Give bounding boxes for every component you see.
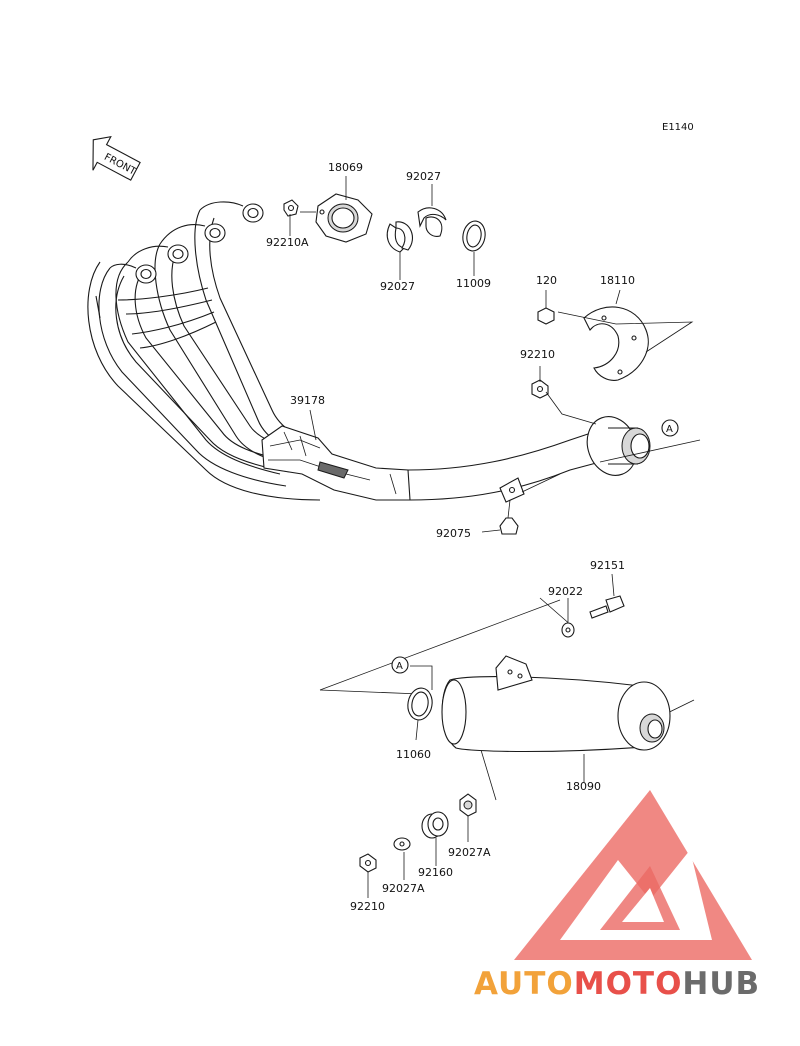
part-92022-washer[interactable] xyxy=(561,622,575,638)
part-11060-gasket[interactable] xyxy=(405,686,434,722)
label-18090: 18090 xyxy=(566,780,601,793)
leader-lines xyxy=(289,176,621,898)
label-92210-bottom: 92210 xyxy=(350,900,385,913)
label-39178: 39178 xyxy=(290,394,325,407)
part-92210A-nut[interactable] xyxy=(283,199,299,217)
watermark-text: AUTOMOTOHUB xyxy=(474,966,760,1002)
part-92027-half-rings[interactable] xyxy=(386,207,447,253)
part-92210-nut-mid[interactable] xyxy=(531,379,549,399)
svg-text:A: A xyxy=(396,661,403,672)
part-92210-nut-bottom[interactable] xyxy=(359,853,377,873)
label-92210A: 92210A xyxy=(266,236,309,249)
label-92160: 92160 xyxy=(418,866,453,879)
guide-lines xyxy=(300,211,701,801)
watermark-moto: MOTO xyxy=(574,966,683,1002)
svg-text:A: A xyxy=(666,424,673,435)
label-92027A-right: 92027A xyxy=(448,846,491,859)
label-92027-top: 92027 xyxy=(406,170,441,183)
reference-code: E1140 xyxy=(662,122,694,133)
part-18069-flange[interactable] xyxy=(315,193,373,243)
label-92027-bottom: 92027 xyxy=(380,280,415,293)
svg-text:AUTOMOTOHUB: AUTOMOTOHUB xyxy=(474,966,760,1002)
part-92027A-collar-right[interactable] xyxy=(459,793,477,817)
label-18110: 18110 xyxy=(600,274,635,287)
automotohub-logo-icon xyxy=(514,790,752,960)
part-18110-heat-shield[interactable] xyxy=(583,306,649,381)
part-92151-bolt[interactable] xyxy=(589,595,625,619)
watermark-auto: AUTO xyxy=(474,966,574,1002)
label-92151: 92151 xyxy=(590,559,625,572)
exhaust-header-pipes[interactable] xyxy=(87,201,651,503)
label-92075: 92075 xyxy=(436,527,471,540)
callout-a-top: A xyxy=(661,419,679,437)
label-92027A-left: 92027A xyxy=(382,882,425,895)
callout-a-bottom: A xyxy=(391,656,409,674)
watermark-hub: HUB xyxy=(682,966,760,1002)
label-11060: 11060 xyxy=(396,748,431,761)
label-18069: 18069 xyxy=(328,161,363,174)
front-arrow-icon: FRONT xyxy=(92,135,141,181)
part-11009-gasket[interactable] xyxy=(461,219,488,252)
part-92160-grommet[interactable] xyxy=(421,811,449,839)
part-120-bolt[interactable] xyxy=(537,307,555,325)
label-92210-mid: 92210 xyxy=(520,348,555,361)
label-11009: 11009 xyxy=(456,277,491,290)
label-92022: 92022 xyxy=(548,585,583,598)
part-18090-muffler[interactable] xyxy=(441,655,671,753)
label-120: 120 xyxy=(536,274,557,287)
part-92027A-collar-left[interactable] xyxy=(393,837,411,851)
part-92075-damper[interactable] xyxy=(499,517,519,535)
